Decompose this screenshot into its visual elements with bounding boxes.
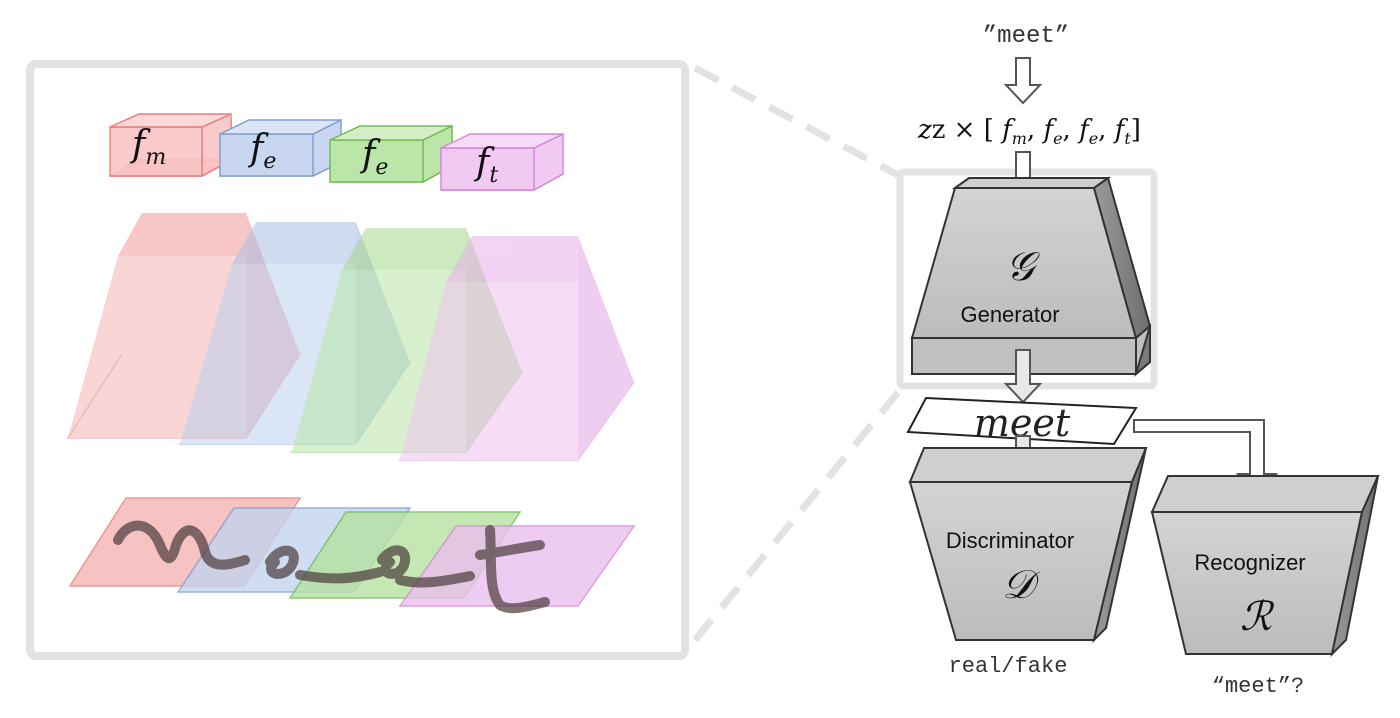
filter-tile-t	[440, 132, 564, 191]
frustum-t	[398, 236, 636, 461]
recognizer-output: “meet”?	[1212, 674, 1304, 699]
recognizer-symbol: ℛ	[1240, 594, 1275, 640]
input-arrow	[1003, 57, 1043, 105]
filter-tile-m	[109, 112, 233, 177]
generator-block	[910, 176, 1152, 377]
recognizer-block	[1150, 475, 1380, 658]
filter-tile-e2	[329, 124, 453, 183]
output-patches	[68, 497, 636, 614]
generator-label: Generator	[960, 302, 1059, 327]
generator-output-arrow	[1003, 349, 1043, 404]
zoom-line-bottom	[692, 387, 903, 643]
conditioning-vector: zz × [ fm, fe, fe, ft]	[917, 115, 1141, 148]
input-word: ”meet”	[983, 23, 1069, 50]
zoom-line-top	[693, 64, 902, 180]
discriminator-label: Discriminator	[946, 528, 1074, 553]
handwriting-strokes	[113, 520, 550, 614]
discriminator-output: real/fake	[949, 654, 1068, 679]
discriminator-block	[908, 447, 1148, 644]
receptive-fields	[66, 213, 636, 461]
filter-tiles	[109, 112, 564, 191]
filter-tile-e1	[219, 118, 342, 177]
recognizer-label: Recognizer	[1194, 550, 1305, 575]
